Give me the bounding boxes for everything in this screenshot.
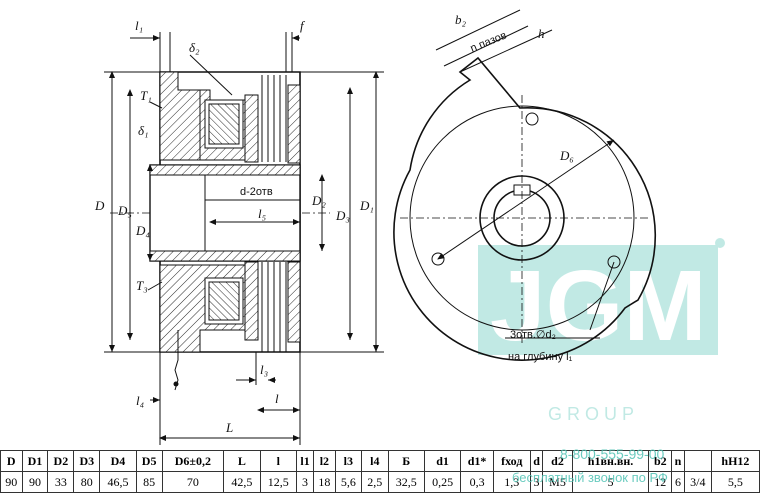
- table-header-cell: D2: [47, 450, 75, 472]
- table-cell: 32,5: [387, 471, 425, 493]
- table-header-cell: fход: [492, 450, 531, 472]
- table-header-cell: Б: [387, 450, 425, 472]
- label-l1: l₁: [135, 18, 143, 33]
- table-header-cell: D: [0, 450, 23, 472]
- table-cell: 80: [73, 471, 101, 493]
- label-T3: T₃: [136, 278, 148, 293]
- table-cell: 5,5: [710, 471, 760, 493]
- label-D2: D₂: [311, 193, 326, 208]
- label-h: h: [538, 26, 545, 41]
- table-header-cell: [683, 450, 712, 472]
- table-cell: 0,25: [423, 471, 462, 493]
- table-cell: 5,6: [334, 471, 363, 493]
- table-cell: 12,5: [259, 471, 298, 493]
- table-cell: 85: [135, 471, 163, 493]
- watermark-group: G R O U P: [548, 404, 634, 424]
- label-l: l: [275, 391, 279, 406]
- table-cell: 12: [648, 471, 673, 493]
- label-D4: D₄: [135, 223, 150, 238]
- label-T1: T₁: [140, 88, 152, 103]
- label-D6: D₆: [559, 148, 574, 163]
- table-header-cell: D5: [135, 450, 163, 472]
- table-header-cell: l2: [313, 450, 336, 472]
- watermark-subtitle: бесплатный звонок по РФ: [512, 470, 668, 485]
- clutch-drawing: JGM G R O U P: [94, 9, 725, 445]
- table-header-cell: d: [529, 450, 544, 472]
- dimensions-left: l₁ f δ₂ T₁ δ₁ D D₅ D₄ d-2отв l₅ D₂: [94, 18, 384, 445]
- label-D1: D₁: [359, 198, 374, 213]
- table-cell: M5: [542, 471, 573, 493]
- table-header-cell: hH12: [710, 450, 760, 472]
- section-view: [110, 71, 330, 391]
- label-delta1: δ₁: [138, 123, 149, 138]
- table-header-cell: D1: [21, 450, 49, 472]
- label-D5: D₅: [117, 203, 132, 218]
- table-cell: 5: [571, 471, 650, 493]
- label-L: L: [225, 420, 233, 435]
- table-header-cell: l3: [334, 450, 363, 472]
- table-header-cell: D6±0,2: [161, 450, 225, 472]
- label-f: f: [300, 18, 306, 33]
- table-cell: 3: [295, 471, 315, 493]
- table-header-cell: l1: [295, 450, 315, 472]
- table-cell: 46,5: [99, 471, 137, 493]
- label-otv-line2: на глубину l₁: [508, 351, 573, 363]
- table-header-cell: d1*: [460, 450, 494, 472]
- table-cell: 0,3: [460, 471, 494, 493]
- table-cell: 18: [313, 471, 336, 493]
- table-header-cell: d2: [542, 450, 573, 472]
- table-cell: 90: [0, 471, 23, 493]
- table-header-cell: d1: [423, 450, 462, 472]
- table-header-cell: l: [259, 450, 298, 472]
- table-cell: 33: [47, 471, 75, 493]
- label-D: D: [94, 198, 105, 213]
- watermark-phone: 8-800-555-99-00: [560, 446, 665, 462]
- label-D3: D₃: [335, 208, 350, 223]
- table-header-cell: l4: [361, 450, 389, 472]
- table-cell: 2,5: [361, 471, 389, 493]
- table-cell: 6: [671, 471, 685, 493]
- table-cell: 90: [21, 471, 49, 493]
- table-cell: 42,5: [223, 471, 261, 493]
- table-cell: 3/4: [683, 471, 712, 493]
- label-l5: l₅: [258, 206, 266, 221]
- label-b2: b₂: [455, 12, 467, 27]
- table-cell: 1,3: [492, 471, 531, 493]
- table-cell: 70: [161, 471, 225, 493]
- table-header-cell: n: [671, 450, 685, 472]
- table-header-cell: D4: [99, 450, 137, 472]
- label-otv-line1: 3отв.∅d₂: [510, 329, 556, 341]
- table-header-cell: D3: [73, 450, 101, 472]
- table-header-cell: L: [223, 450, 261, 472]
- label-delta2: δ₂: [189, 40, 200, 55]
- label-n-pazov: n пазов: [469, 29, 509, 54]
- label-l3: l₃: [260, 362, 268, 377]
- label-d-2otv: d-2отв: [240, 186, 273, 198]
- label-l4: l₄: [136, 393, 145, 408]
